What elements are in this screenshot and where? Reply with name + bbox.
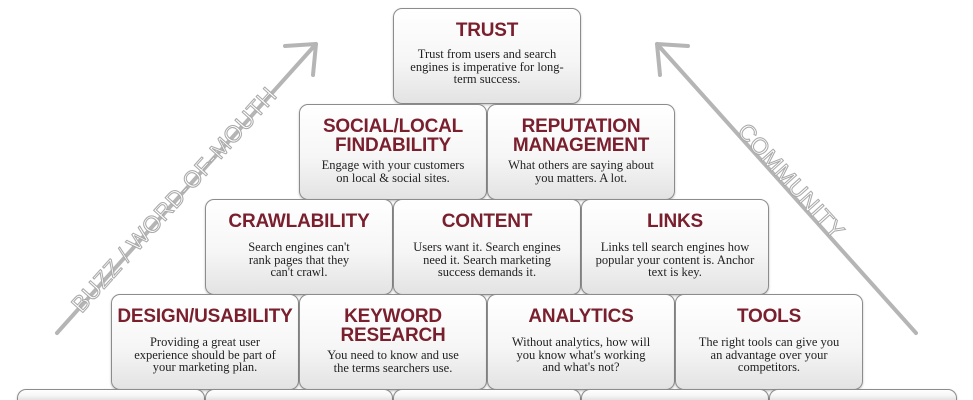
block-title: DESIGN/USABILITY — [117, 306, 293, 327]
block-title: CRAWLABILITY — [228, 211, 370, 232]
trust-block: TRUST Trust from users and search engine… — [393, 8, 581, 104]
block-title: TOOLS — [736, 306, 802, 327]
left-arrow-icon — [55, 42, 318, 335]
base-block-1 — [17, 389, 205, 400]
block-title: TRUST — [455, 20, 519, 41]
base-block-5 — [769, 389, 957, 400]
block-description: What others are saying about you matters… — [508, 158, 654, 185]
block-description: Search engines can't rank pages that the… — [248, 240, 350, 279]
tools-block: TOOLS The right tools can give you an ad… — [675, 294, 863, 390]
base-block-3 — [393, 389, 581, 400]
base-block-2 — [205, 389, 393, 400]
block-title: LINKS — [646, 211, 703, 232]
block-title: CONTENT — [441, 211, 533, 232]
block-description: Engage with your customers on local & so… — [321, 158, 465, 185]
crawlability-block: CRAWLABILITY Search engines can't rank p… — [205, 199, 393, 295]
analytics-block: ANALYTICS Without analytics, how will yo… — [487, 294, 675, 390]
base-block-4 — [581, 389, 769, 400]
block-title: REPUTATION MANAGEMENT — [512, 116, 650, 156]
links-block: LINKS Links tell search engines how popu… — [581, 199, 769, 295]
design-usability-block: DESIGN/USABILITY Providing a great user … — [111, 294, 299, 390]
social-local-findability-block: SOCIAL/LOCAL FINDABILITY Engage with you… — [299, 104, 487, 200]
right-arrow-icon — [655, 42, 918, 335]
block-description: The right tools can give you an advantag… — [698, 335, 840, 374]
block-description: Links tell search engines how popular yo… — [595, 240, 755, 279]
block-description: Providing a great user experience should… — [134, 335, 276, 374]
block-description: You need to know and use the terms searc… — [327, 348, 459, 375]
block-description: Users want it. Search engines need it. S… — [413, 240, 561, 279]
block-title: SOCIAL/LOCAL FINDABILITY — [322, 116, 464, 156]
reputation-management-block: REPUTATION MANAGEMENT What others are sa… — [487, 104, 675, 200]
block-description: Trust from users and search engines is i… — [410, 47, 564, 86]
keyword-research-block: KEYWORD RESEARCH You need to know and us… — [299, 294, 487, 390]
content-block: CONTENT Users want it. Search engines ne… — [393, 199, 581, 295]
block-title: KEYWORD RESEARCH — [340, 306, 446, 346]
block-title: ANALYTICS — [528, 306, 634, 327]
block-description: Without analytics, how will you know wha… — [511, 335, 651, 374]
